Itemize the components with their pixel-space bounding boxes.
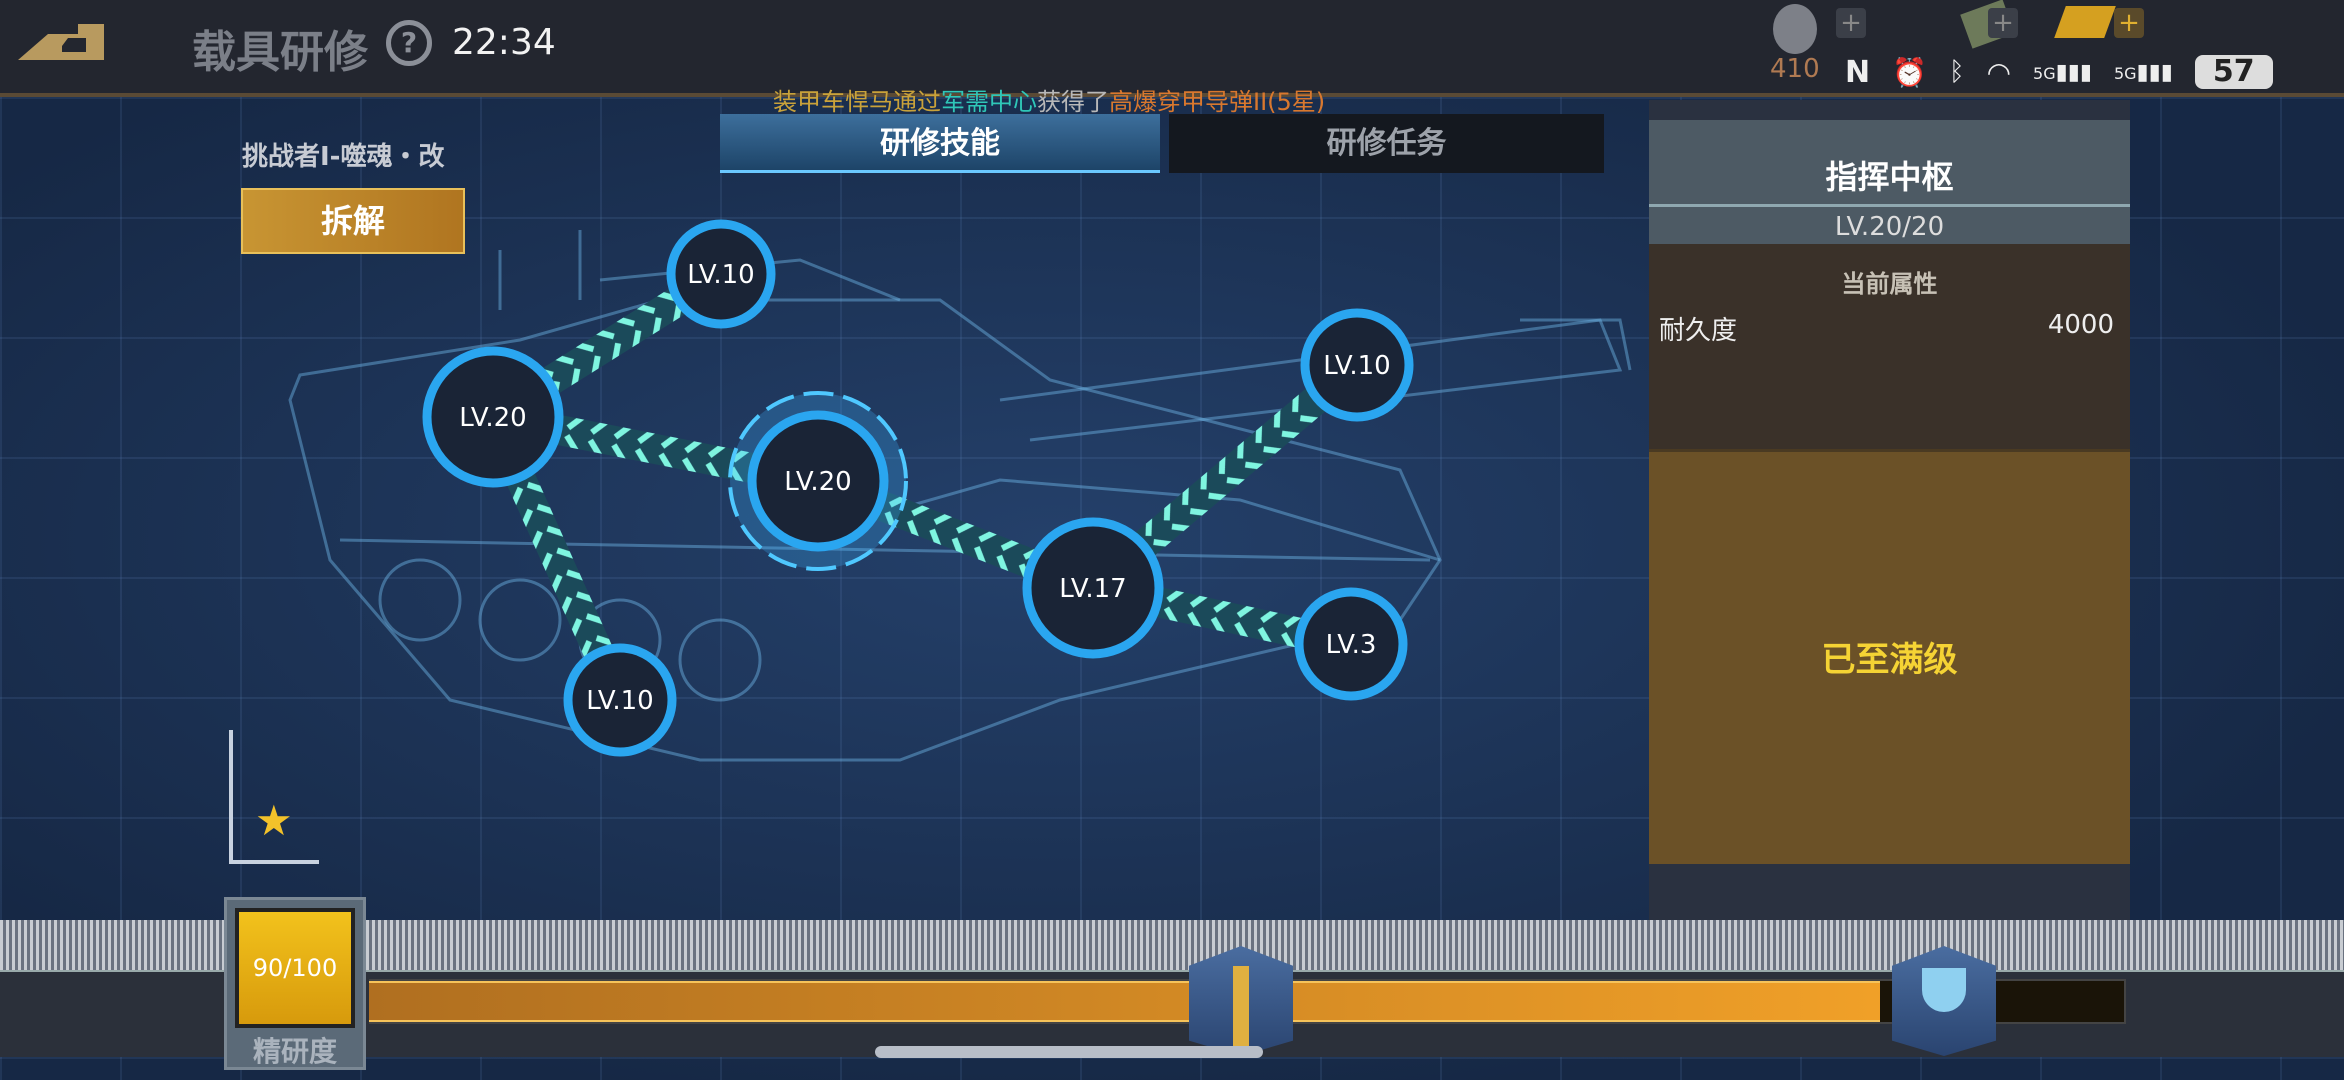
ticker-text: 装甲车悍马通过 <box>773 88 941 116</box>
skill-node-circle <box>1294 587 1408 701</box>
skill-node-circle <box>747 410 889 552</box>
attributes-title: 当前属性 <box>1841 270 1938 298</box>
skill-node-circle <box>666 219 776 329</box>
bluetooth-icon: ᛒ <box>1948 57 1965 87</box>
help-icon[interactable]: ? <box>386 20 432 66</box>
ticker-text: 军需中心 <box>941 88 1037 116</box>
skill-node-circle <box>1300 308 1414 422</box>
skill-node-circle <box>1022 517 1164 659</box>
nfc-icon: N <box>1845 54 1871 90</box>
milestone-trophy-icon[interactable] <box>1892 946 1996 1056</box>
home-indicator[interactable] <box>875 1046 1263 1058</box>
skill-node[interactable]: LV.10 <box>563 643 677 757</box>
skill-node-level: LV.3 <box>1326 630 1377 660</box>
skill-node-level: LV.10 <box>586 686 653 716</box>
skill-node[interactable]: LV.10 <box>666 219 776 329</box>
skill-link <box>479 410 634 707</box>
current-attributes: 当前属性 耐久度 4000 <box>1649 244 2130 449</box>
skill-node[interactable]: LV.20 <box>728 391 908 571</box>
battery-icon: 57 <box>2194 55 2273 89</box>
system-status-bar: N ⏰ ᛒ ◠ 5G▮▮▮ 5G▮▮▮ 57 <box>1845 52 2273 92</box>
signal-icon: 5G▮▮▮ <box>2113 59 2173 85</box>
skill-node-level: LV.20 <box>459 403 526 433</box>
rocket-shape <box>1233 966 1249 1046</box>
refinement-value: 90/100 <box>235 908 355 1028</box>
ticker-text: 获得了 <box>1037 88 1109 116</box>
resource-medal: 410 <box>1770 4 1820 84</box>
refinement-badge: 90/100 精研度 <box>224 897 366 1070</box>
add-medal-button[interactable]: + <box>1836 8 1866 38</box>
refinement-label: 精研度 <box>252 1035 337 1068</box>
skill-node-level: LV.10 <box>687 260 754 290</box>
skill-level: LV.20/20 <box>1834 212 1945 242</box>
broadcast-ticker: 装甲车悍马通过军需中心获得了高爆穿甲导弹II(5星) <box>773 82 1325 117</box>
status-time: 22:34 <box>452 22 556 63</box>
add-cash-button[interactable]: + <box>1988 8 2018 38</box>
divider <box>1649 204 2130 207</box>
skill-detail-panel: 指挥中枢 LV.20/20 当前属性 耐久度 4000 已至满级 <box>1649 100 2130 920</box>
add-gold-button[interactable]: + <box>2114 8 2144 38</box>
tank-outline <box>288 230 1632 762</box>
medal-icon <box>1772 4 1817 54</box>
page-title: 载具研修 <box>192 27 368 78</box>
skill-link <box>490 402 821 496</box>
attribute-name: 耐久度 <box>1659 316 1738 346</box>
milestone-rocket-icon[interactable] <box>1189 946 1293 1056</box>
tab-research-tasks[interactable]: 研修任务 <box>1169 114 1604 173</box>
vehicle-name: 挑战者I-噬魂・改 <box>242 142 445 172</box>
skill-node[interactable]: LV.17 <box>1022 517 1164 659</box>
dismantle-button[interactable]: 拆解 <box>241 188 465 254</box>
signal-icon: 5G▮▮▮ <box>2033 59 2092 85</box>
skill-node-level: LV.17 <box>1059 574 1126 604</box>
star-icon: ★ <box>255 796 293 845</box>
trophy-shape <box>1922 968 1966 1012</box>
top-bar: 载具研修 ? 22:34 410 + + + N ⏰ ᛒ ◠ 5G▮▮▮ 5G▮… <box>0 0 2344 97</box>
max-level-area: 已至满级 <box>1649 449 2130 864</box>
skill-node[interactable]: LV.3 <box>1294 587 1408 701</box>
back-icon[interactable] <box>18 22 106 62</box>
skill-name: 指挥中枢 <box>1825 158 1954 196</box>
skill-node[interactable]: LV.20 <box>422 346 564 488</box>
panel-header: 指挥中枢 LV.20/20 <box>1649 120 2130 244</box>
attribute-value: 4000 <box>2047 310 2114 340</box>
skill-node[interactable]: LV.10 <box>1300 308 1414 422</box>
resource-value: 410 <box>1770 54 1820 84</box>
skill-node-circle <box>563 643 677 757</box>
skill-node-level: LV.10 <box>1323 351 1390 381</box>
skill-link <box>1083 353 1367 600</box>
tab-research-skills[interactable]: 研修技能 <box>720 114 1160 173</box>
alarm-icon: ⏰ <box>1892 55 1927 89</box>
gold-icon <box>2054 6 2116 38</box>
progress-fill <box>369 981 1881 1022</box>
max-level-label: 已至满级 <box>1821 640 1958 680</box>
skill-node-level: LV.20 <box>784 467 851 497</box>
star-rank-button[interactable]: ★ <box>229 730 319 864</box>
skill-node-circle <box>422 346 564 488</box>
skill-links <box>479 261 1367 707</box>
wifi-icon: ◠ <box>1986 55 2012 89</box>
ticker-text: 高爆穿甲导弹II(5星) <box>1109 88 1326 116</box>
